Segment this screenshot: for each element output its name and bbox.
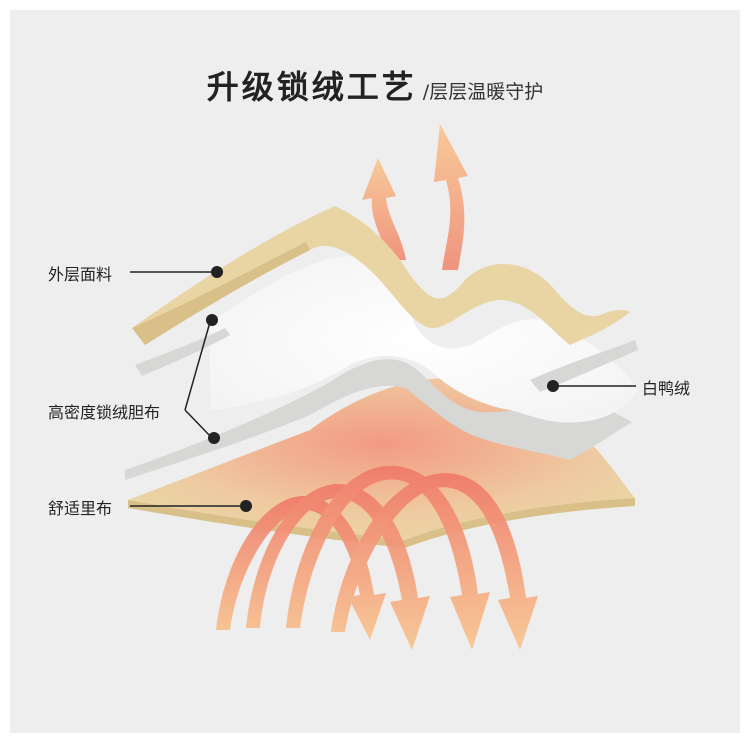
lining-edge: [128, 498, 635, 548]
heat-arrow-down-4: [331, 473, 538, 650]
membrane-lower: [125, 359, 632, 480]
diagram-frame: 升级锁绒工艺/层层温暖守护: [10, 10, 740, 733]
label-white-duck-down: 白鸭绒: [642, 379, 691, 398]
title-sub: /层层温暖守护: [422, 81, 544, 103]
heat-arrow-down-3: [286, 465, 490, 650]
callout-line-density-b: [184, 409, 213, 439]
callout-dot-outer: [211, 266, 223, 278]
callout-dot-density-a: [206, 314, 218, 326]
label-outer-fabric: 外层面料: [48, 265, 113, 284]
label-high-density-fabric: 高密度锁绒胆布: [48, 403, 161, 422]
heat-arrow-down-1: [216, 495, 386, 640]
layer-diagram: [125, 124, 638, 650]
title-main: 升级锁绒工艺: [206, 68, 417, 106]
heat-arrow-up-right: [434, 124, 468, 270]
callouts: [130, 266, 636, 512]
outer-fabric-edge: [132, 242, 310, 345]
heat-arrows-up: [362, 124, 468, 270]
callout-dot-density-b: [208, 432, 220, 444]
callout-line-density-a: [184, 321, 211, 411]
outer-fabric-layer: [132, 206, 630, 345]
label-lining: 舒适里布: [48, 499, 113, 518]
callout-dot-lining: [240, 500, 252, 512]
page-title: 升级锁绒工艺/层层温暖守护: [10, 62, 740, 108]
callout-dot-down: [547, 380, 559, 392]
membrane-upper: [135, 328, 230, 376]
heat-arrow-up-left: [362, 158, 406, 260]
membrane-upper-right: [530, 340, 638, 392]
heat-arrows-down: [216, 465, 538, 650]
